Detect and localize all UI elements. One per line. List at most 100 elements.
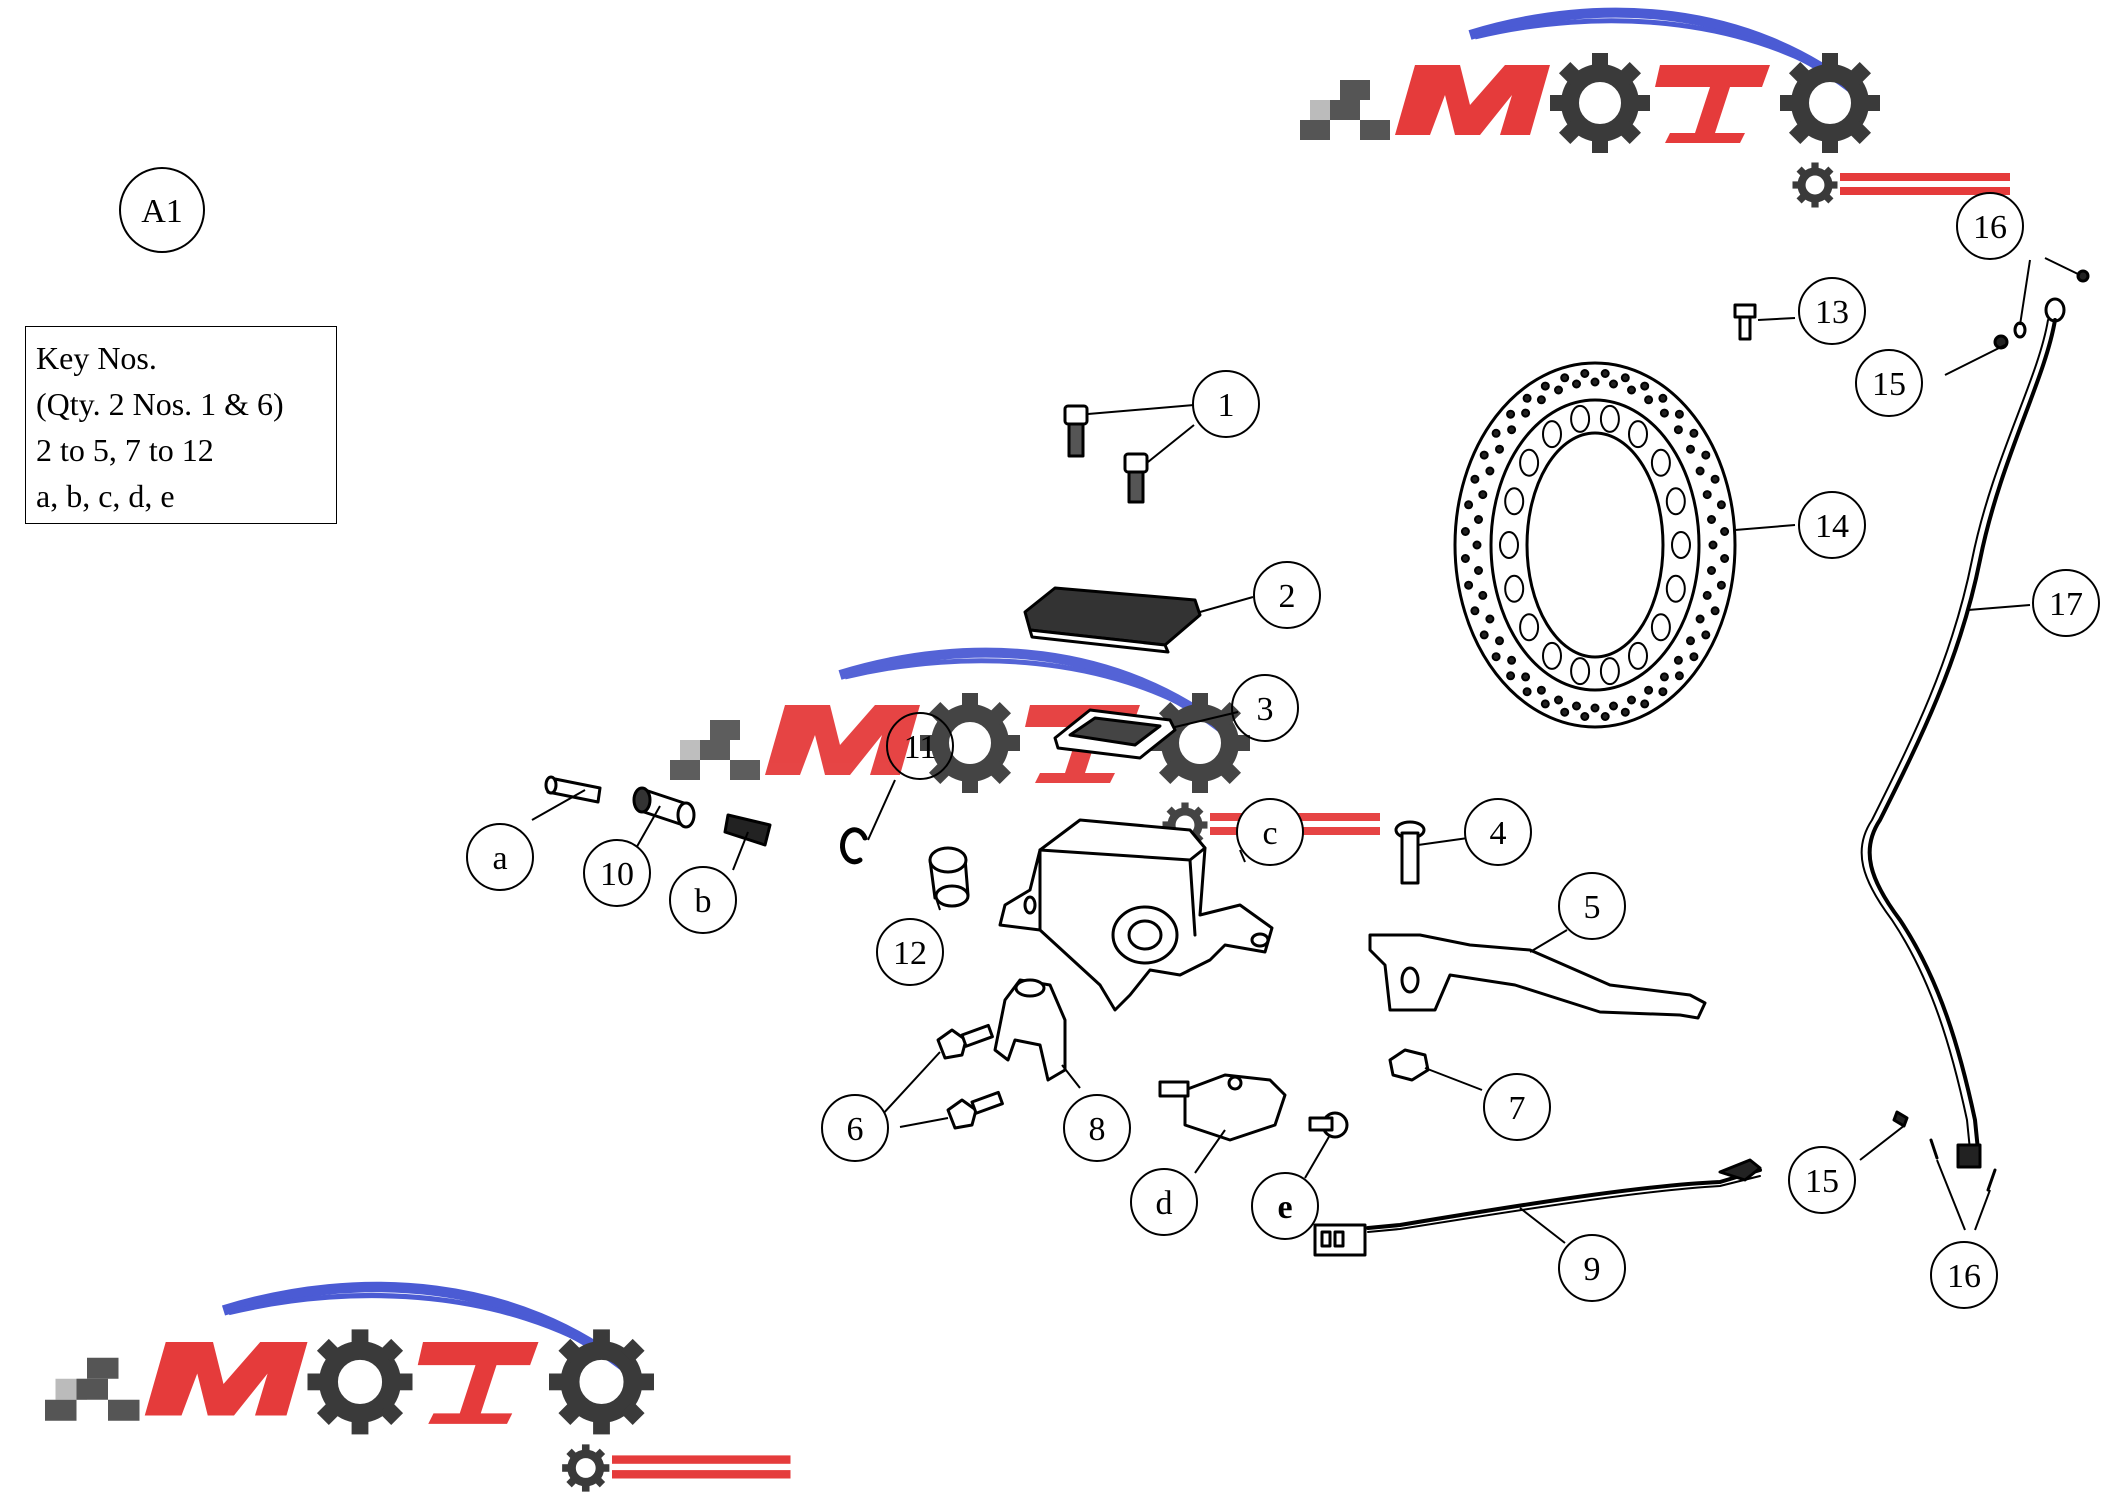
disc-large-hole [1599,404,1620,433]
disc-drill-hole [1659,672,1669,682]
svg-text:15: 15 [1805,1163,1839,1200]
svg-text:12: 12 [893,935,927,972]
callout-13: 13 [1798,277,1866,345]
disc-large-hole [1628,420,1648,449]
disc-drill-hole [1485,614,1495,624]
disc-drill-hole [1674,671,1684,681]
disc-drill-hole [1478,590,1488,600]
callout-1: 1 [1192,370,1260,438]
callout-10: 10 [583,839,651,907]
diaphragm-part-3 [1053,708,1177,760]
svg-text:A1: A1 [141,193,183,230]
disc-drill-hole [1658,687,1668,697]
disc-drill-hole [1521,672,1531,682]
svg-text:7: 7 [1509,1090,1526,1127]
disc-drill-hole [1673,655,1683,665]
clamp-part-8 [993,978,1067,1082]
disc-drill-hole [1540,381,1550,391]
callout-4: 4 [1464,798,1532,866]
pin-part-a [544,775,602,804]
disc-drill-hole [1472,540,1482,550]
disc-large-hole [1570,657,1591,686]
disc-drill-hole [1506,409,1516,419]
callout-14: 14 [1798,491,1866,559]
disc-drill-hole [1620,373,1630,383]
callout-17: 17 [2032,569,2100,637]
bolt-part-1 [1063,404,1149,504]
disc-large-hole [1665,487,1686,516]
master-cylinder-body [998,818,1274,1012]
disc-large-hole [1504,574,1525,603]
disc-drill-hole [1627,385,1636,395]
disc-drill-hole [1540,699,1550,709]
disc-drill-hole [1495,444,1504,454]
watermark-logo-bottom [45,1287,790,1492]
svg-text:9: 9 [1584,1251,1601,1288]
key-line-3: 2 to 5, 7 to 12 [36,432,214,468]
group-label-a1: A1 [119,167,205,253]
disc-drill-hole [1460,527,1470,536]
svg-text:11: 11 [904,729,937,766]
disc-drill-hole [1474,566,1483,575]
svg-text:1: 1 [1218,387,1235,424]
disc-drill-hole [1707,515,1716,524]
disc-drill-hole [1695,614,1705,624]
callout-b: b [669,866,737,934]
callout-5: 5 [1558,872,1626,940]
callout-a: a [466,823,534,891]
disc-large-hole [1499,531,1519,559]
screw-part-e [1308,1111,1349,1139]
bushing-part-10 [632,786,696,829]
disc-drill-hole [1485,466,1495,476]
disc-drill-hole [1464,580,1474,590]
svg-text:8: 8 [1089,1111,1106,1148]
disc-large-hole [1519,448,1540,477]
svg-text:c: c [1262,815,1277,852]
callout-8: 8 [1063,1094,1131,1162]
brake-disc-part-14 [1453,361,1737,729]
disc-drill-hole [1644,395,1654,405]
disc-drill-hole [1600,369,1610,378]
callout-7: 7 [1483,1073,1551,1141]
key-line-4: a, b, c, d, e [36,478,175,514]
disc-drill-hole [1470,474,1480,484]
watermark-logo-top [1300,13,2010,208]
disc-drill-hole [1609,701,1618,711]
reservoir-cover-part-2 [1023,586,1202,654]
disc-drill-hole [1695,466,1705,476]
disc-large-hole [1504,487,1525,516]
disc-drill-hole [1479,630,1489,640]
disc-large-hole [1650,613,1671,642]
disc-large-hole [1671,531,1691,559]
key-numbers-box: Key Nos. (Qty. 2 Nos. 1 & 6) 2 to 5, 7 t… [25,326,337,524]
svg-text:2: 2 [1279,578,1296,615]
disc-drill-hole [1701,630,1711,640]
disc-drill-hole [1522,687,1532,697]
svg-text:d: d [1156,1185,1173,1222]
disc-drill-hole [1708,540,1718,550]
disc-drill-hole [1536,685,1546,695]
disc-drill-hole [1470,606,1480,616]
callout-16-top: 16 [1956,192,2024,260]
disc-drill-hole [1560,373,1570,383]
disc-large-hole [1650,448,1671,477]
plug-part-b [723,813,772,847]
callout-15-top: 15 [1855,349,1923,417]
callout-3: 3 [1231,674,1299,742]
key-line-2: (Qty. 2 Nos. 1 & 6) [36,386,284,422]
disc-drill-hole [1702,490,1712,500]
callout-c: c [1236,798,1304,866]
leader-lines [531,257,2081,1244]
brake-pipe-part-17 [1860,318,2057,1169]
disc-drill-hole [1495,636,1504,646]
disc-drill-hole [1590,703,1600,713]
disc-drill-hole [1686,636,1695,646]
disc-drill-hole [1580,369,1590,378]
disc-drill-hole [1673,425,1683,435]
disc-drill-hole [1521,408,1531,418]
svg-text:17: 17 [2049,586,2083,623]
callout-2: 2 [1253,561,1321,629]
disc-drill-hole [1507,425,1517,435]
disc-drill-hole [1536,395,1546,405]
